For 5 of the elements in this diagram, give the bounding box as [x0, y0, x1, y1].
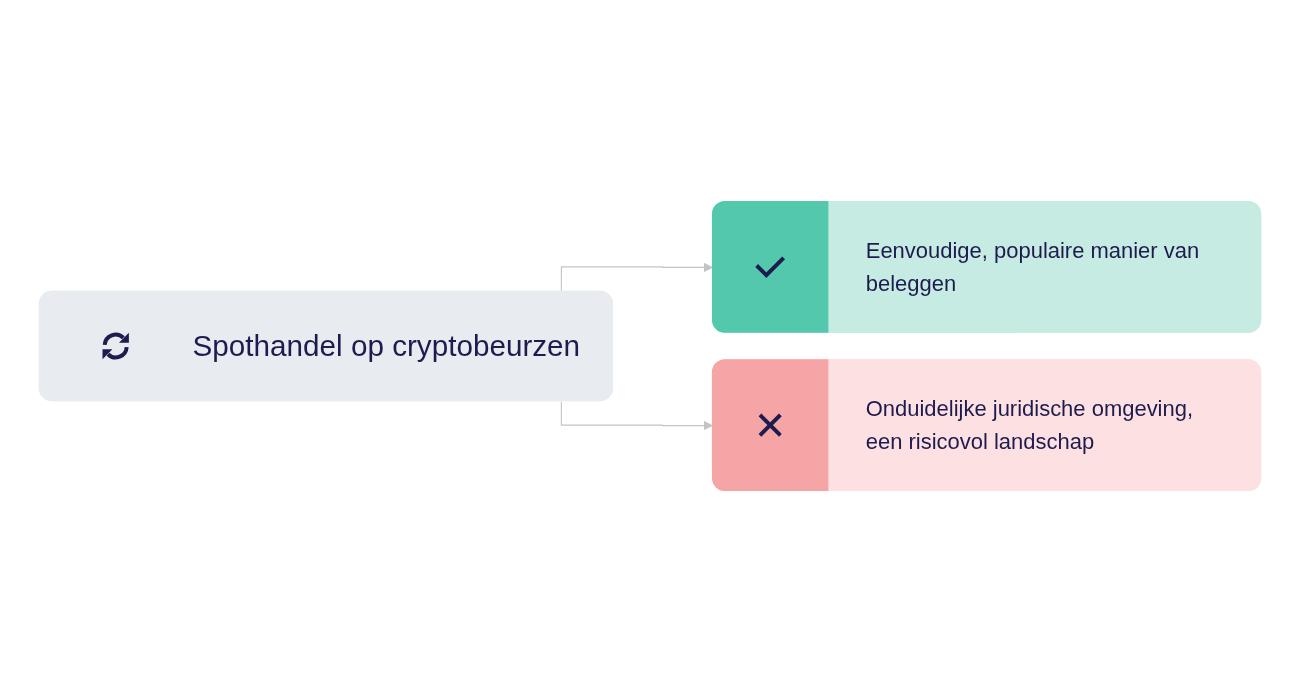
box-text: Spothandel op cryptobeurzen [192, 328, 581, 365]
arrow [560, 262, 713, 292]
box-text: Eenvoudige, populaire manier van beleggen [865, 237, 1201, 298]
arrow [560, 401, 713, 431]
box-text: Onduidelijke juridische omgeving, een risicovol landschap [865, 395, 1195, 456]
